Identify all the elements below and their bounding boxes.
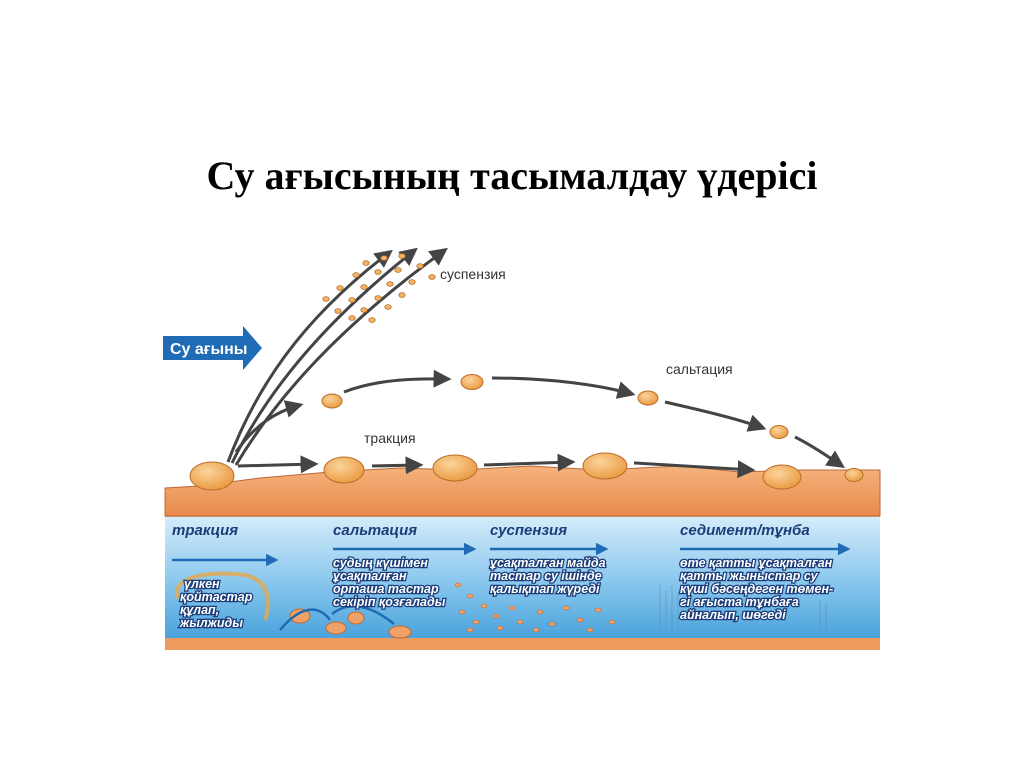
panel-suspension-line-3: қалықтап жүреді [490, 582, 600, 596]
panel-suspension-line-1: ұсақталған майда [490, 556, 606, 570]
water-flow-label: Су ағыны [170, 341, 247, 358]
panel-sediment-line-5: айналып, шөгеді [680, 608, 786, 622]
panel-traction-line-4: жылжиды [179, 616, 243, 630]
panel-traction-line-1: үлкен [184, 577, 220, 591]
panel-traction-line-3: құлап, [180, 603, 219, 617]
panel-saltation-line-3: орташа тастар [333, 582, 439, 596]
panel-suspension-heading: суспензия [490, 522, 567, 539]
suspension-label: суспензия [440, 266, 506, 282]
saltation-label: сальтация [666, 361, 733, 377]
panel-traction-heading: тракция [172, 522, 238, 539]
suspension-particles [323, 254, 435, 323]
saltation-arrows [236, 378, 842, 466]
panel-saltation-line-2: ұсақталған [333, 569, 407, 583]
panel-saltation-line-1: судың күшімен [333, 556, 428, 570]
panel-sediment-line-2: қатты жыныстар су [680, 569, 819, 583]
panel-saltation-line-4: секіріп қозғалады [333, 595, 446, 609]
traction-label: тракция [364, 430, 416, 446]
water-flow-arrow: Су ағыны [163, 326, 262, 370]
panel-suspension-line-2: тастар су ішінде [490, 569, 602, 583]
panel-sediment-line-3: күші бәсеңдеген төмен- [680, 582, 833, 596]
panel-sediment-line-1: өте қатты ұсақталған [680, 556, 833, 570]
panel-sediment-heading: седимент/тұнба [680, 522, 810, 539]
panel-sediment-line-4: гі ағыста тұнбаға [680, 595, 799, 609]
panel-saltation-heading: сальтация [333, 522, 417, 539]
panel-traction-line-2: қойтастар [180, 590, 253, 604]
panel-bottom-bed [165, 638, 880, 650]
